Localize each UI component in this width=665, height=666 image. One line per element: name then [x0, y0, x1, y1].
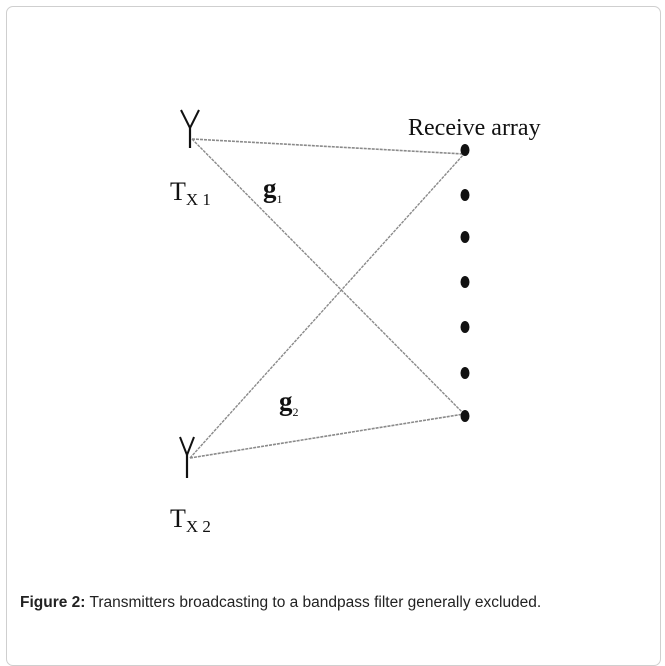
figure-caption: Figure 2: Transmitters broadcasting to a…: [20, 594, 650, 612]
array-element: [460, 276, 470, 288]
array-element: [460, 231, 470, 243]
caption-label: Figure 2:: [20, 594, 86, 611]
link-tx2-to-bottom-element: [189, 413, 465, 459]
tx1-antenna-icon: [180, 109, 200, 148]
tx1-label: TX 1: [170, 177, 211, 209]
figure-frame: [6, 6, 661, 666]
link-tx1-to-bottom-element: [191, 138, 465, 415]
g1-label: g1: [263, 173, 283, 206]
tx2-antenna-icon: [179, 436, 195, 478]
array-element: [460, 144, 470, 156]
receive-array: [460, 144, 470, 422]
link-tx2-to-top-element: [189, 153, 465, 459]
array-element: [460, 189, 470, 201]
tx2-label: TX 2: [170, 504, 211, 536]
link-tx1-to-top-element: [191, 138, 465, 155]
g2-label: g2: [279, 386, 299, 419]
caption-text: Transmitters broadcasting to a bandpass …: [85, 594, 542, 611]
receive-array-label: Receive array: [408, 115, 541, 141]
array-element: [460, 410, 470, 422]
array-element: [460, 367, 470, 379]
array-element: [460, 321, 470, 333]
